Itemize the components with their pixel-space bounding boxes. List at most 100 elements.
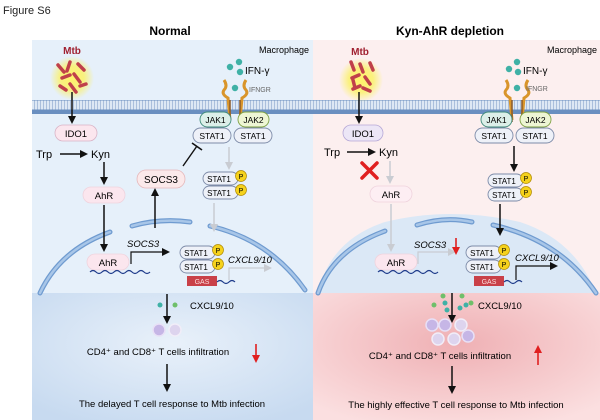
mtb-label: Mtb (63, 46, 81, 57)
chemokine-icon (172, 302, 178, 308)
phosphate-icon (498, 244, 510, 256)
ahr-label: AhR (95, 191, 114, 202)
ahr-nuclear-label: AhR (99, 258, 118, 269)
cxcl-transcription-arrow (515, 262, 558, 280)
pstat1-dimer-cytoplasm: STAT1 P STAT1 P (487, 172, 532, 202)
ifn-gamma-label: IFN-γ (245, 66, 269, 77)
extracellular-background (32, 293, 313, 420)
svg-text:P: P (524, 190, 529, 197)
socs3-transcription-arrow (130, 248, 170, 264)
gas-element (474, 276, 504, 286)
pstat1-dimer-nucleus: STAT1 P STAT1 P (179, 244, 224, 274)
phosphate-icon (520, 172, 532, 184)
stat1-node (192, 127, 232, 144)
cxcl-gene-label: CXCL9/10 (515, 253, 560, 264)
svg-text:STAT1: STAT1 (207, 189, 231, 198)
svg-text:STAT1: STAT1 (492, 177, 516, 186)
gas-label: GAS (482, 279, 497, 286)
phosphate-icon (498, 258, 510, 270)
svg-text:STAT1: STAT1 (470, 263, 494, 272)
ifngr-label: IFNGR (249, 87, 271, 94)
socs3-gene-label: SOCS3 (414, 240, 447, 251)
svg-text:P: P (502, 248, 507, 255)
phosphate-icon (520, 186, 532, 198)
svg-text:P: P (239, 174, 244, 181)
phosphate-icon (212, 258, 224, 270)
cell-label: Macrophage (547, 45, 597, 55)
cxcl-secreted-label: CXCL9/10 (190, 301, 234, 312)
phosphate-icon (235, 184, 247, 196)
ifn-gamma-icon (226, 58, 244, 76)
cell-membrane (313, 100, 600, 114)
stat1-label: STAT1 (481, 131, 506, 141)
t-cell-icon (152, 323, 166, 337)
stat1-label: STAT1 (199, 131, 224, 141)
trp-label: Trp (324, 147, 340, 159)
svg-text:STAT1: STAT1 (184, 263, 208, 272)
ido1-label: IDO1 (352, 129, 374, 140)
jak2-label: JAK2 (243, 115, 264, 125)
ido1-label: IDO1 (65, 129, 87, 140)
cxcl-secreted-label: CXCL9/10 (478, 301, 522, 312)
jak2-label: JAK2 (525, 115, 546, 125)
t-cell-cluster-icon (425, 318, 475, 346)
ahr-cytoplasm-node (369, 185, 413, 203)
gas-element (187, 276, 217, 286)
panel-title: Normal (149, 24, 190, 38)
svg-text:P: P (524, 176, 529, 183)
trp-label: Trp (36, 149, 52, 161)
jak2-node (519, 111, 552, 128)
svg-text:P: P (216, 248, 221, 255)
ahr-nuclear-node (374, 253, 418, 271)
mtb-label: Mtb (351, 47, 369, 58)
ido1-node (342, 124, 384, 142)
svg-text:P: P (239, 188, 244, 195)
svg-text:STAT1: STAT1 (492, 191, 516, 200)
dna-icon (377, 269, 439, 275)
panel-title: Kyn-AhR depletion (396, 24, 504, 38)
mtb-bacteria-icon (349, 60, 375, 93)
stat1-node (515, 127, 555, 144)
svg-text:STAT1: STAT1 (470, 249, 494, 258)
inhibition-arrow (182, 145, 198, 167)
ahr-nuclear-label: AhR (387, 258, 406, 269)
blocked-x-icon (360, 161, 379, 180)
jak1-label: JAK1 (486, 115, 507, 125)
cell-label: Macrophage (259, 45, 309, 55)
kyn-label: Kyn (379, 147, 398, 159)
mtb-bacteria-icon (56, 60, 88, 94)
svg-text:P: P (502, 262, 507, 269)
kyn-label: Kyn (91, 149, 110, 161)
stat1-node (474, 127, 514, 144)
chemokine-cluster-icon (431, 293, 474, 313)
ahr-cytoplasm-node (82, 186, 126, 204)
socs3-gene-label: SOCS3 (127, 239, 160, 250)
ahr-label: AhR (382, 190, 401, 201)
ifn-gamma-label: IFN-γ (523, 66, 547, 77)
dna-icon (216, 279, 236, 285)
ahr-nuclear-node (86, 253, 130, 271)
ifngr-label: IFNGR (526, 86, 548, 93)
jak1-label: JAK1 (205, 115, 226, 125)
dna-icon (89, 269, 151, 275)
socs3-transcription-arrow (417, 248, 456, 264)
dna-icon (503, 279, 523, 285)
svg-text:STAT1: STAT1 (184, 249, 208, 258)
jak1-node (480, 111, 513, 128)
socs3-protein-node (136, 169, 186, 189)
cxcl-gene-label: CXCL9/10 (228, 255, 273, 266)
pstat1-dimer-nucleus: STAT1 P STAT1 P (465, 244, 510, 274)
chemokine-icon (157, 302, 163, 308)
stat1-label: STAT1 (522, 131, 547, 141)
stat1-label: STAT1 (240, 131, 265, 141)
infiltration-label: CD4⁺ and CD8⁺ T cells infiltration (87, 347, 229, 358)
cxcl-transcription-arrow (228, 264, 272, 280)
socs3-protein-label: SOCS3 (144, 175, 178, 186)
t-cell-icon (168, 323, 182, 337)
figure-label: Figure S6 (3, 5, 51, 17)
svg-text:STAT1: STAT1 (207, 175, 231, 184)
outcome-label: The delayed T cell response to Mtb infec… (79, 399, 265, 410)
svg-text:P: P (216, 262, 221, 269)
jak2-node (237, 111, 270, 128)
